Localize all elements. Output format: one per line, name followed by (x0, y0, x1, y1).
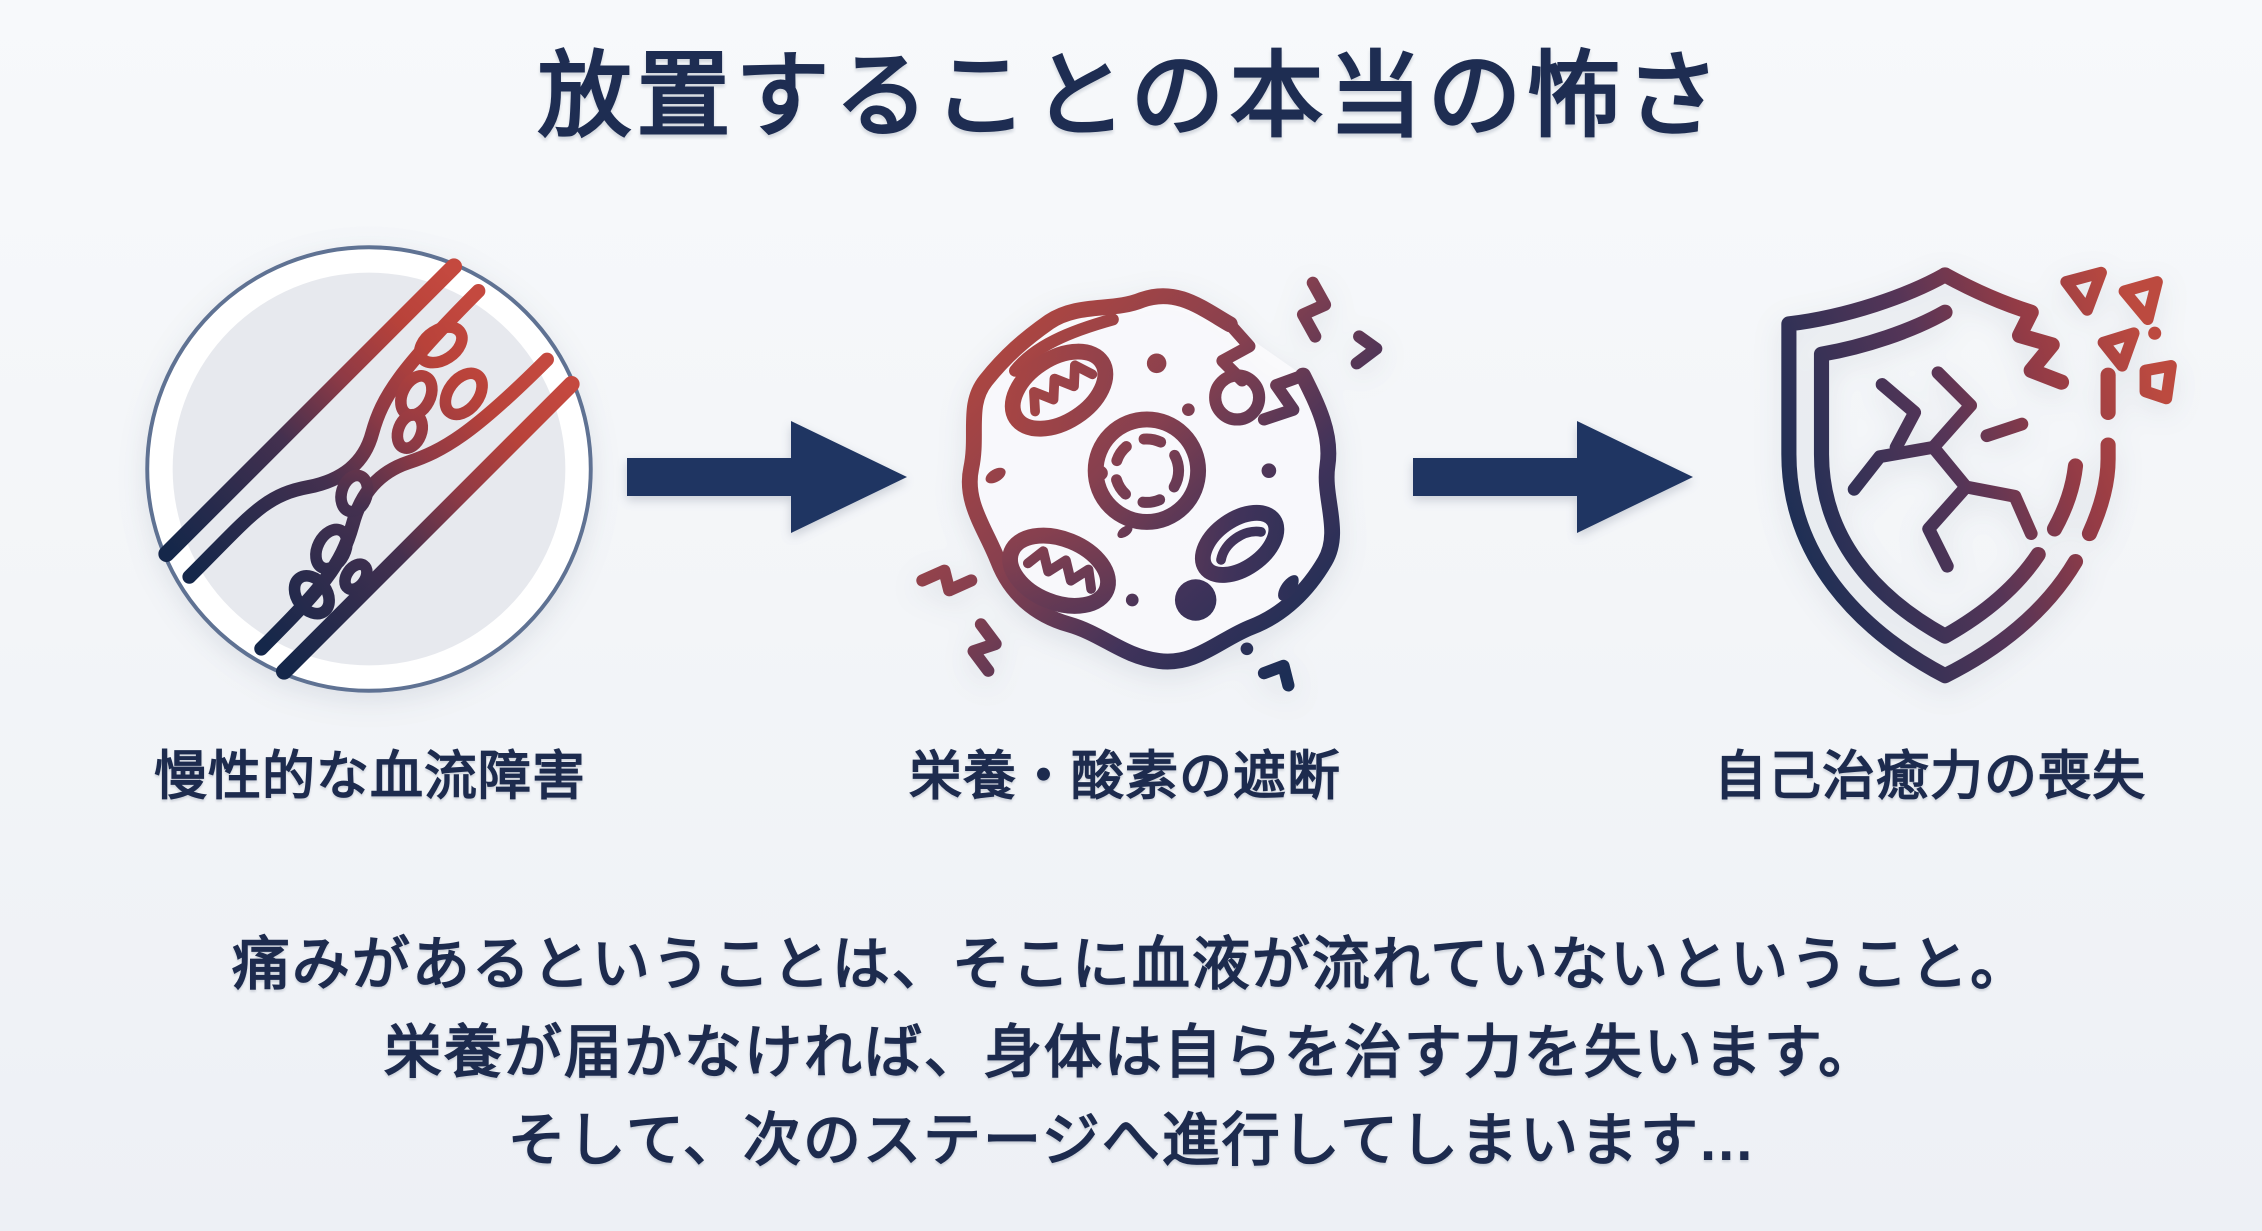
blocked-blood-vessel-icon (138, 238, 600, 700)
body-line: 栄養が届かなければ、身体は自らを治す力を失います。 (383, 1020, 1879, 1085)
step-label-nutrient-oxygen-cutoff: 栄養・酸素の遮断 (909, 747, 1341, 806)
arrow-right-icon (1413, 421, 1693, 533)
body-line: そして、次のステージへ進行してしまいます... (507, 1108, 1755, 1173)
starved-cell-icon (898, 234, 1386, 722)
broken-shield-icon (1712, 240, 2178, 706)
step-label-chronic-blood-flow: 慢性的な血流障害 (154, 747, 586, 806)
body-text: 痛みがあるということは、そこに血液が流れていないということ。 栄養が届かなければ… (0, 921, 2262, 1185)
arrow-right-icon (627, 421, 907, 533)
page-title: 放置することの本当の怖さ (537, 43, 1725, 148)
body-line: 痛みがあるということは、そこに血液が流れていないということ。 (231, 932, 2031, 997)
step-label-loss-of-self-healing: 自己治癒力の喪失 (1714, 747, 2146, 806)
